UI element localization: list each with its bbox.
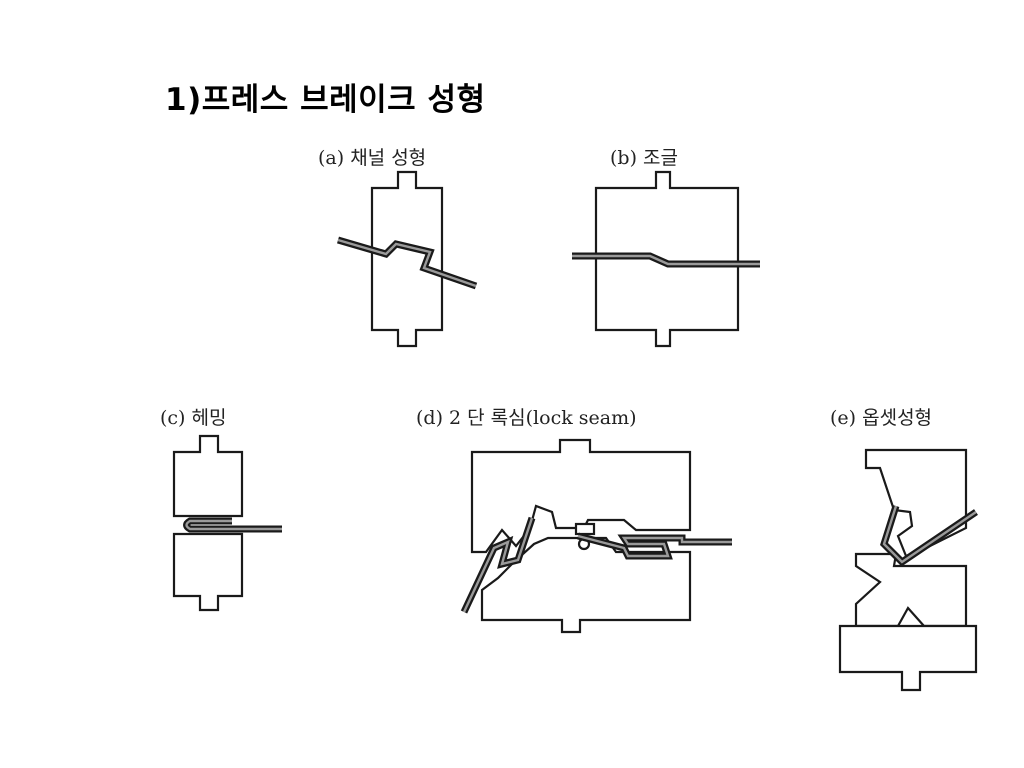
joggle-die bbox=[594, 170, 740, 348]
offset-punch bbox=[864, 448, 968, 558]
caption-lock-seam: (d) 2 단 록심(lock seam) bbox=[416, 407, 637, 429]
caption-joggle: (b) 조글 bbox=[610, 147, 678, 169]
hemming-lower-die bbox=[172, 532, 244, 612]
joggle-sheet-highlight bbox=[572, 254, 760, 266]
panel-hemming bbox=[172, 434, 282, 612]
offset-sheet-highlight bbox=[882, 505, 977, 564]
caption-hemming: (c) 헤밍 bbox=[160, 407, 227, 429]
offset-lower-die bbox=[854, 552, 968, 628]
panel-joggle bbox=[572, 170, 760, 348]
panel-lock-seam bbox=[460, 438, 732, 634]
lockseam-sheet-right-highlight bbox=[577, 534, 732, 558]
lockseam-stopper bbox=[574, 522, 596, 536]
panel-channel-forming bbox=[337, 170, 478, 348]
hemming-sheet-highlight bbox=[185, 519, 282, 531]
offset-base bbox=[838, 624, 978, 692]
lockseam-sheet-left-highlight bbox=[462, 517, 534, 613]
lockseam-lower-die bbox=[480, 536, 692, 634]
channel-die bbox=[370, 170, 444, 348]
caption-channel-forming: (a) 채널 성형 bbox=[318, 147, 427, 169]
channel-sheet-highlight bbox=[337, 238, 477, 288]
caption-offset-forming: (e) 옵셋성형 bbox=[830, 407, 933, 429]
hemming-upper-die bbox=[172, 434, 244, 518]
page-title: 1)프레스 브레이크 성형 bbox=[165, 82, 486, 118]
panel-offset-forming bbox=[838, 448, 978, 692]
